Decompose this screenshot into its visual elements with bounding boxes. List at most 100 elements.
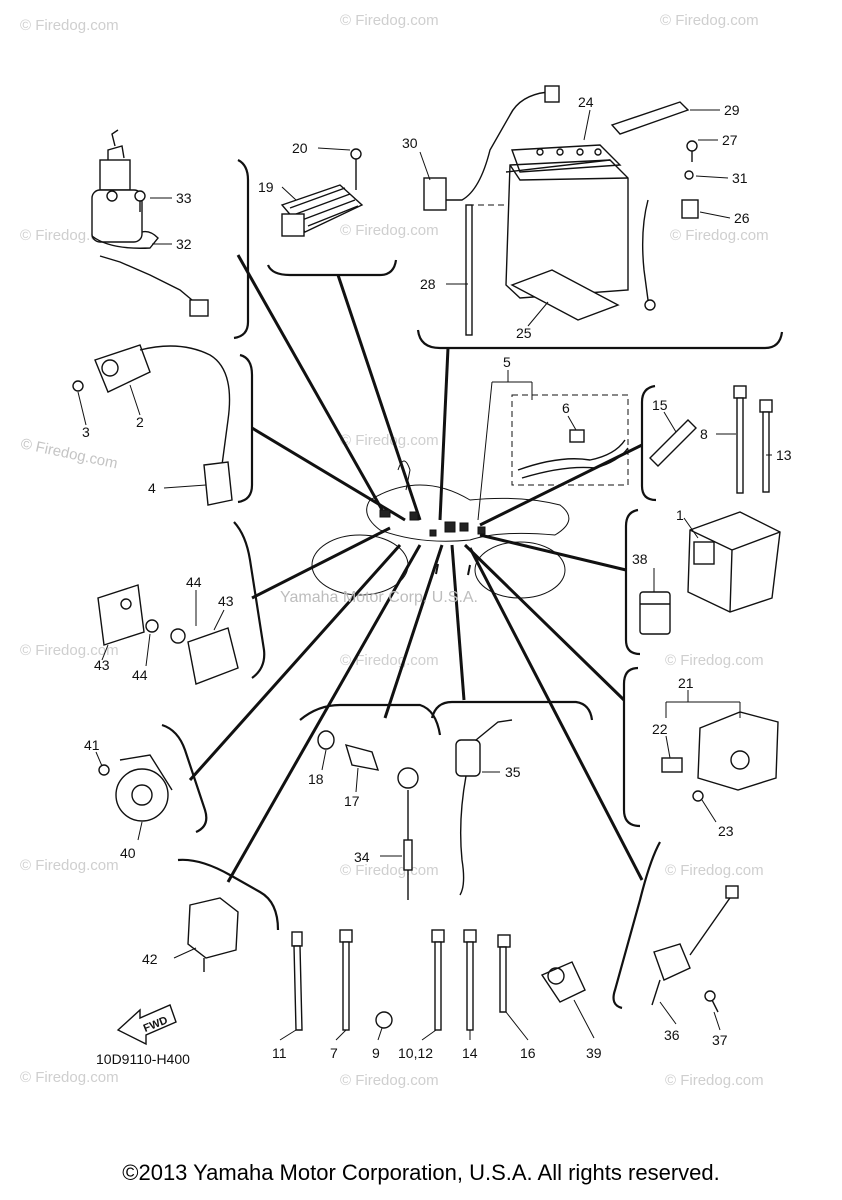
atv-connector bbox=[379, 509, 391, 518]
wire-throttle-switch bbox=[468, 547, 644, 881]
callout-38: 38 bbox=[632, 551, 648, 567]
breather-hose-part bbox=[465, 204, 506, 336]
atv-rear-wheel bbox=[474, 541, 566, 599]
callout-6: 6 bbox=[562, 400, 570, 416]
frame-rectifier bbox=[266, 259, 398, 277]
watermark-text: © Firedog.com bbox=[665, 1072, 764, 1089]
wire-neutral-switch bbox=[383, 544, 444, 719]
frame-harness-ties bbox=[640, 384, 657, 502]
callout-11: 11 bbox=[272, 1045, 287, 1061]
callout-42: 42 bbox=[142, 951, 158, 967]
callout-17: 17 bbox=[344, 793, 360, 809]
atv-connector bbox=[444, 521, 456, 533]
leader-lines bbox=[77, 109, 772, 1041]
atv-handlebar bbox=[397, 460, 411, 491]
throttle-switch-part bbox=[651, 885, 739, 1013]
starter-relay-part bbox=[661, 711, 779, 802]
watermark-text: © Firedog.com bbox=[340, 432, 439, 449]
wire-relay bbox=[463, 543, 626, 702]
frame-reflectors bbox=[233, 521, 266, 679]
atv-body bbox=[366, 484, 570, 542]
stop-switch-part bbox=[455, 719, 513, 896]
watermark-text: © Firedog.com bbox=[20, 17, 119, 34]
flasher-relay-part bbox=[187, 897, 239, 972]
callout-31: 31 bbox=[732, 170, 748, 186]
atv-connector bbox=[467, 564, 471, 576]
callout-27: 27 bbox=[722, 132, 738, 148]
watermark-text: © Firedog.com bbox=[340, 222, 439, 239]
watermark-text: © Firedog.com bbox=[670, 227, 769, 244]
frame-throttle-switch bbox=[612, 841, 661, 1010]
cable-tie-8-part bbox=[733, 385, 747, 494]
atv-connector bbox=[409, 511, 419, 521]
callout-30: 30 bbox=[402, 135, 418, 151]
callout-2: 2 bbox=[136, 414, 144, 430]
wire-harness-part bbox=[511, 394, 629, 486]
callout-10-12: 10,12 bbox=[398, 1045, 433, 1061]
atv-silhouette bbox=[311, 460, 570, 599]
callout-8: 8 bbox=[700, 426, 708, 442]
wire-turn-relay bbox=[226, 544, 422, 883]
callout-9: 9 bbox=[372, 1045, 380, 1061]
callout-19: 19 bbox=[258, 179, 274, 195]
callout-39: 39 bbox=[586, 1045, 602, 1061]
wire-battery bbox=[438, 347, 450, 521]
reflector-side-part bbox=[170, 627, 239, 685]
callout-35: 35 bbox=[505, 764, 521, 780]
wire-reflectors bbox=[251, 526, 391, 600]
connector-wires bbox=[188, 254, 644, 883]
wire-ignition-coil bbox=[251, 426, 406, 522]
wire-clamp-39-part bbox=[540, 961, 586, 1003]
callout-4: 4 bbox=[148, 480, 156, 496]
center-watermark: Yamaha Motor Corp. U.S.A. bbox=[280, 589, 478, 606]
negative-lead-part bbox=[641, 140, 699, 311]
callout-32: 32 bbox=[176, 236, 192, 252]
callout-33: 33 bbox=[176, 190, 192, 206]
battery-band-part bbox=[610, 101, 690, 135]
callout-15: 15 bbox=[652, 397, 668, 413]
callout-26: 26 bbox=[734, 210, 750, 226]
callout-5: 5 bbox=[503, 354, 511, 370]
frame-horn bbox=[161, 723, 208, 834]
callout-44b: 44 bbox=[132, 667, 148, 683]
callout-36: 36 bbox=[664, 1027, 680, 1043]
callout-43a: 43 bbox=[218, 593, 234, 609]
watermark-text: © Firedog.com bbox=[340, 12, 439, 29]
atv-connector bbox=[477, 526, 486, 535]
main-switch-part bbox=[91, 129, 209, 317]
watermark-text: © Firedog.com bbox=[19, 435, 119, 472]
callout-20: 20 bbox=[292, 140, 308, 156]
wire-stop-switch bbox=[450, 544, 466, 701]
reflector-rear-part bbox=[97, 584, 159, 646]
frame-stop-switch bbox=[430, 700, 594, 721]
callout-22: 22 bbox=[652, 721, 668, 737]
frame-ignition-coil bbox=[237, 353, 254, 504]
wire-cdi bbox=[479, 533, 627, 572]
watermark-text: © Firedog.com bbox=[340, 1072, 439, 1089]
wire-rectifier bbox=[336, 274, 422, 521]
frame-battery bbox=[416, 329, 784, 350]
atv-connector bbox=[429, 529, 437, 537]
callout-7: 7 bbox=[330, 1045, 338, 1061]
watermark-text: © Firedog.com bbox=[665, 652, 764, 669]
watermark-text: © Firedog.com bbox=[660, 12, 759, 29]
callout-34: 34 bbox=[354, 849, 370, 865]
callout-23: 23 bbox=[718, 823, 734, 839]
watermark-text: © Firedog.com bbox=[665, 862, 764, 879]
atv-connector bbox=[459, 522, 469, 532]
cdi-unit-part bbox=[687, 511, 781, 613]
ignition-coil-part bbox=[72, 344, 233, 506]
screw-33 bbox=[134, 190, 146, 212]
callout-24: 24 bbox=[578, 94, 594, 110]
callout-1: 1 bbox=[676, 507, 684, 523]
watermark-text: © Firedog.com bbox=[20, 642, 119, 659]
watermark-text: © Firedog.com bbox=[20, 1069, 119, 1086]
callout-43b: 43 bbox=[94, 657, 110, 673]
watermark-text: © Firedog.com bbox=[340, 652, 439, 669]
callout-21: 21 bbox=[678, 675, 694, 691]
frame-main-switch bbox=[233, 159, 250, 340]
regulator-38-part bbox=[639, 591, 671, 635]
wire-horn bbox=[188, 544, 402, 781]
callout-29: 29 bbox=[724, 102, 740, 118]
